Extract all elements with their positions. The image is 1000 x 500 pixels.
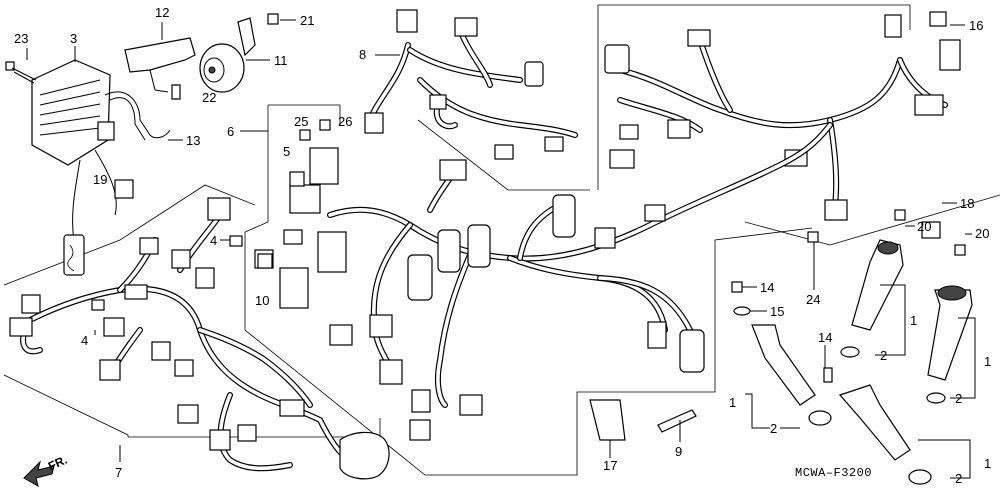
clip-18 — [921, 221, 941, 239]
upper-right-harness — [604, 14, 961, 221]
bolt-22 — [171, 84, 181, 100]
callout-15: 15 — [770, 304, 785, 319]
clip-16 — [929, 11, 947, 27]
callout-10: 10 — [255, 293, 270, 308]
callout-22: 22 — [202, 90, 217, 105]
callout-25: 25 — [294, 114, 309, 129]
clip-4-lower — [91, 299, 105, 311]
callout-4-lower: 4 — [81, 333, 89, 348]
region-frames — [3, 4, 1000, 476]
callout-20-b: 20 — [975, 226, 990, 241]
relay-10 — [257, 253, 273, 269]
ignition-coils — [751, 239, 973, 485]
callout-18: 18 — [960, 196, 975, 211]
callout-6: 6 — [227, 124, 235, 139]
bolt-14-a — [731, 281, 743, 293]
diagram-code: MCWA–F3200 — [795, 466, 873, 480]
callout-21: 21 — [300, 13, 315, 28]
bolt-23 — [5, 61, 37, 84]
callout-2-c: 2 — [770, 421, 778, 436]
callout-5: 5 — [283, 144, 291, 159]
left-harness-7 — [9, 197, 390, 480]
callout-11: 11 — [274, 53, 288, 68]
collar-15 — [733, 306, 751, 316]
callout-1-a: 1 — [910, 313, 918, 328]
regulator-rectifier — [31, 59, 117, 276]
callout-3: 3 — [70, 31, 78, 46]
callout-12: 12 — [155, 5, 170, 20]
clamp-17 — [589, 399, 626, 441]
callout-14-a: 14 — [760, 280, 775, 295]
stay-13 — [97, 91, 171, 141]
callout-1-c: 1 — [729, 395, 737, 410]
callout-20-a: 20 — [917, 219, 932, 234]
callout-14-b: 14 — [818, 330, 833, 345]
bracket-12 — [124, 37, 196, 93]
callout-7: 7 — [115, 465, 123, 480]
bolt-21 — [267, 13, 279, 25]
callout-19: 19 — [93, 172, 108, 187]
callout-26: 26 — [338, 114, 353, 129]
callout-17: 17 — [603, 458, 618, 473]
main-harness — [254, 119, 833, 441]
callout-9: 9 — [675, 444, 683, 459]
callout-23: 23 — [14, 31, 29, 46]
clip-4-upper — [229, 235, 243, 247]
bolt-14-b — [823, 367, 833, 383]
callout-2-b: 2 — [955, 391, 963, 406]
sub-harness-8 — [364, 9, 578, 160]
front-direction-arrow-icon — [23, 460, 55, 488]
bolt-20-a — [894, 209, 906, 221]
callout-2-d: 2 — [955, 471, 963, 486]
callout-1-d: 1 — [984, 456, 992, 471]
callout-13: 13 — [186, 133, 201, 148]
leader-lines — [26, 19, 976, 479]
callout-8: 8 — [359, 47, 367, 62]
callout-4-upper: 4 — [210, 233, 218, 248]
band-9 — [657, 409, 697, 433]
callout-16: 16 — [969, 18, 984, 33]
callout-24: 24 — [806, 292, 821, 307]
horn — [199, 17, 256, 93]
connector-19 — [114, 179, 134, 199]
bolt-24 — [807, 231, 819, 243]
callout-2-a: 2 — [880, 348, 888, 363]
callout-1-b: 1 — [984, 354, 992, 369]
bolt-20-b — [954, 244, 966, 256]
